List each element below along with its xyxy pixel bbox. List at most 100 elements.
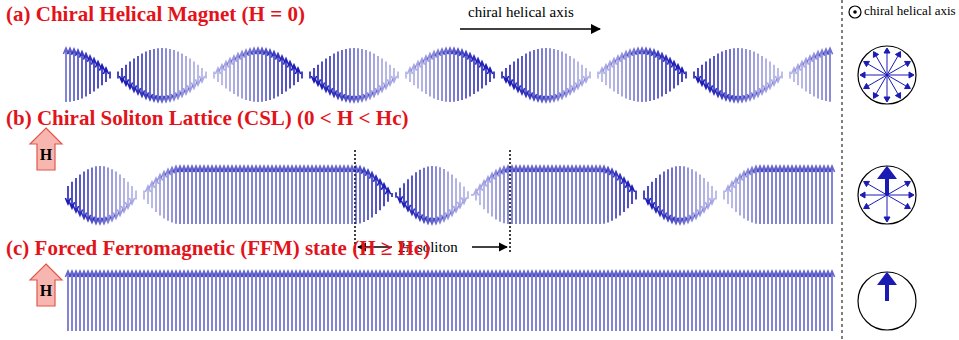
spin-arrow xyxy=(535,49,540,101)
spin-arrow xyxy=(773,166,778,224)
spin-arrow xyxy=(813,166,818,224)
spin-arrow xyxy=(213,71,215,78)
spin-arrow xyxy=(481,271,486,331)
spin-arrow xyxy=(521,166,526,224)
spin-arrow xyxy=(431,52,436,99)
spin-arrow xyxy=(229,271,234,331)
spin-arrow xyxy=(565,166,570,224)
spin-arrow xyxy=(801,271,806,331)
spin-arrow xyxy=(121,271,126,331)
spin-arrow xyxy=(169,271,174,331)
spin-arrow xyxy=(825,166,830,224)
spin-arrow xyxy=(811,54,816,97)
spin-arrow xyxy=(173,271,178,331)
spin-arrow xyxy=(451,48,456,102)
spin-arrow xyxy=(349,271,354,331)
spin-arrow xyxy=(305,166,310,224)
spin-arrow xyxy=(665,271,670,331)
spin-arrow xyxy=(329,166,334,224)
spin-arrow xyxy=(355,48,360,102)
spin-arrow xyxy=(395,192,397,197)
spin-arrow xyxy=(427,54,432,97)
spin-direction-arrow xyxy=(887,61,910,75)
spin-arrow xyxy=(603,65,608,86)
spin-arrow xyxy=(333,166,338,224)
spin-arrow xyxy=(817,271,822,331)
spin-arrow xyxy=(639,48,644,102)
spin-arrow xyxy=(609,271,614,331)
spin-arrow xyxy=(705,182,710,208)
spin-arrow xyxy=(725,271,730,331)
spin-arrow xyxy=(635,190,637,199)
spin-arrow xyxy=(803,59,808,92)
axis-out-symbol xyxy=(849,6,861,18)
spin-arrow xyxy=(391,68,396,82)
spin-arrow xyxy=(437,167,442,222)
spin-arrow xyxy=(531,50,536,100)
spin-arrow xyxy=(545,271,550,331)
spin-arrow xyxy=(293,271,298,331)
spin-arrow xyxy=(827,48,832,102)
spin-arrow xyxy=(645,271,650,331)
spin-arrow xyxy=(429,271,434,331)
spin-arrow xyxy=(89,167,94,222)
spin-arrow xyxy=(529,166,534,224)
spin-arrow xyxy=(305,271,310,331)
spin-arrow xyxy=(601,166,606,223)
spin-arrow xyxy=(821,166,826,224)
spin-arrow xyxy=(227,59,232,92)
soliton-boundary xyxy=(509,150,511,252)
spin-arrow xyxy=(453,178,458,212)
spin-arrow xyxy=(141,271,146,331)
spin-arrow xyxy=(501,167,506,223)
spin-direction-arrow xyxy=(887,181,910,195)
spin-arrow xyxy=(619,54,624,97)
spin-arrow xyxy=(401,183,406,206)
spin-direction-arrow xyxy=(860,192,887,198)
spin-arrow xyxy=(349,166,354,224)
spin-arrow xyxy=(261,271,266,331)
spin-arrow xyxy=(673,271,678,331)
spin-arrow xyxy=(433,166,438,223)
spin-arrow xyxy=(465,271,470,331)
spin-arrow xyxy=(631,49,636,101)
spin-arrow xyxy=(69,182,74,208)
spin-arrow xyxy=(707,59,712,92)
spin-arrow xyxy=(397,188,402,203)
spin-arrow xyxy=(589,71,591,78)
spin-arrow xyxy=(669,271,674,331)
spin-arrow xyxy=(321,271,326,331)
spin-arrow xyxy=(65,186,70,204)
spin-arrow xyxy=(319,62,324,89)
spin-direction-arrow xyxy=(864,181,887,195)
panel-title: (c) Forced Ferromagnetic (FFM) state (H … xyxy=(6,237,430,260)
spin-arrow xyxy=(799,62,804,89)
spin-arrow xyxy=(261,166,266,224)
spin-arrow xyxy=(219,65,224,86)
spin-arrow xyxy=(669,167,674,222)
spin-arrow xyxy=(675,65,680,86)
spin-arrow xyxy=(589,166,594,224)
spin-arrow xyxy=(285,166,290,224)
spin-arrow xyxy=(241,271,246,331)
axis-out-dot xyxy=(853,10,857,14)
spin-arrow xyxy=(357,167,362,224)
spin-arrow xyxy=(589,271,594,331)
spin-arrow xyxy=(471,194,473,196)
spin-arrow xyxy=(411,65,416,86)
spin-arrow xyxy=(415,62,420,89)
spin-arrow xyxy=(289,271,294,331)
spin-arrow xyxy=(641,271,646,331)
spin-arrow xyxy=(737,271,742,331)
spin-arrow xyxy=(197,166,202,224)
spin-arrow xyxy=(317,271,322,331)
spin-arrow xyxy=(437,271,442,331)
spin-arrow xyxy=(253,271,258,331)
spin-arrow xyxy=(419,59,424,92)
spin-arrow xyxy=(533,271,538,331)
spin-arrow xyxy=(147,50,152,100)
spin-arrow xyxy=(585,271,590,331)
spin-arrow xyxy=(679,68,684,82)
spin-arrow xyxy=(283,59,288,92)
spin-arrow xyxy=(653,271,658,331)
